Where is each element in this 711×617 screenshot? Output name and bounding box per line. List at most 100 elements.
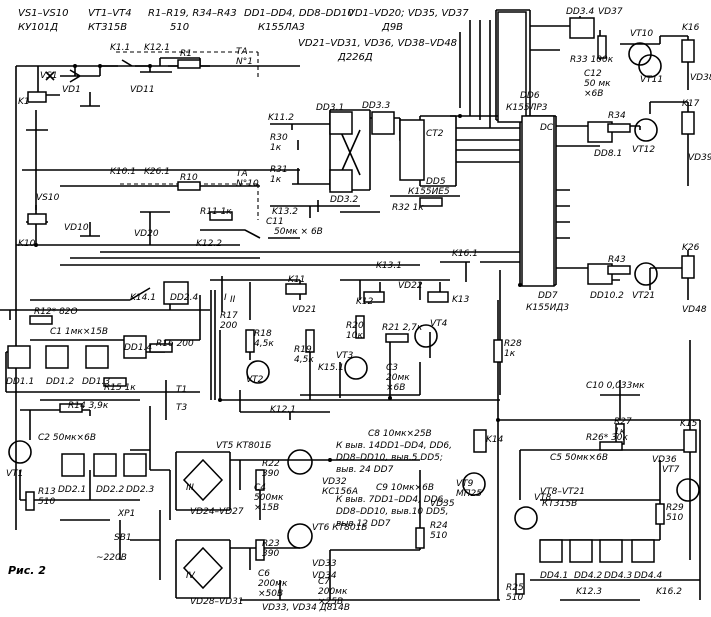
- label-n4: К выв. 7DD1–DD4, DD6,: [336, 495, 446, 505]
- label-vt78t: КТ315В: [542, 499, 577, 509]
- resistor-r20: [355, 315, 365, 339]
- label-vd38: VD38: [690, 73, 711, 83]
- label-c9: C9 10мк×6В: [376, 483, 434, 493]
- gate-dd32: [329, 169, 353, 193]
- label-vd3334: VD33, VD34 Д814В: [262, 603, 350, 613]
- label-vt5: VT5 КТ801Б: [216, 441, 271, 451]
- label-v220: ~220В: [96, 553, 127, 563]
- label-dd34: DD3.4: [566, 7, 594, 17]
- label-dd14: DD1.4: [124, 343, 152, 353]
- relay-k26: [681, 255, 695, 279]
- label-vs1: VS1: [40, 71, 58, 81]
- relay-k13: [427, 291, 449, 303]
- resistor-r32: [419, 197, 443, 207]
- label-k112: K11.2: [268, 113, 294, 123]
- label-vt10: VT10: [630, 29, 653, 39]
- label-k16: K16: [682, 23, 700, 33]
- label-k122: K12.2: [196, 239, 222, 249]
- gate-dd34: [569, 17, 595, 39]
- resistor-r22: [255, 469, 265, 491]
- label-vt21: VT21: [632, 291, 655, 301]
- chip-dd7: [521, 115, 555, 287]
- chip-dd5: [399, 119, 425, 181]
- label-r10: R10: [180, 173, 198, 183]
- relay-k14: [473, 429, 487, 453]
- vt-range: VT1–VT4: [88, 8, 132, 19]
- label-k15: K15: [680, 419, 698, 429]
- resistor-r13: [25, 491, 35, 511]
- label-vt7: VT7: [662, 465, 680, 475]
- label-vd1: VD1: [62, 85, 81, 95]
- resistor-r21: [385, 333, 409, 343]
- label-dd5t: К155ИЕ5: [408, 187, 450, 197]
- label-r32: R32 1к: [392, 203, 424, 213]
- resistor-r25: [515, 573, 525, 595]
- label-dd32: DD3.2: [330, 195, 358, 205]
- label-t1: T1: [176, 385, 187, 395]
- label-vd20: VD20: [134, 229, 159, 239]
- label-k14: K14: [486, 435, 504, 445]
- vd-type-1: Д9В: [381, 22, 403, 33]
- label-vt78: VT8–VT21: [540, 487, 585, 497]
- label-vd21: VD21: [292, 305, 317, 315]
- label-vt3: VT3: [336, 351, 354, 361]
- label-n3: выв. 24 DD7: [336, 465, 394, 475]
- resistor-r14: [59, 403, 83, 413]
- resistor-r29: [655, 503, 665, 525]
- label-c11v: 50мк × 6В: [274, 227, 323, 237]
- label-dd41: DD4.1: [540, 571, 568, 581]
- label-dd13: DD1.3: [82, 377, 110, 387]
- label-k132: K13.2: [272, 207, 298, 217]
- gate-dd44: [631, 539, 655, 563]
- transistor-vt9: [462, 472, 486, 496]
- label-vd22: VD22: [398, 281, 423, 291]
- transistor-vt12: [634, 118, 658, 142]
- resistor-r11: [209, 211, 233, 221]
- label-dd7: DD7: [538, 291, 558, 301]
- relay-k11: [285, 283, 307, 295]
- label-dd5: DD5: [426, 177, 446, 187]
- label-n2: DD8–DD10, выв.5 DD5;: [336, 453, 443, 463]
- relay-k17: [681, 111, 695, 135]
- relay-k10: [27, 213, 47, 225]
- label-tIV: IV: [186, 571, 196, 581]
- label-dc: DC: [540, 123, 554, 133]
- label-dd24: DD2.4: [170, 293, 198, 303]
- label-ct2: CT2: [426, 129, 444, 139]
- label-k17: K17: [682, 99, 700, 109]
- gate-dd13: [85, 345, 109, 369]
- label-k161: K16.1: [452, 249, 478, 259]
- gate-dd43: [599, 539, 623, 563]
- transistor-vt3: [344, 356, 368, 380]
- dd-range: DD1–DD4, DD8–DD10: [244, 8, 354, 19]
- transistor-vt21: [634, 262, 658, 286]
- label-dd6: DD6: [520, 91, 540, 101]
- label-vd10: VD10: [64, 223, 89, 233]
- label-r34: R34: [608, 111, 626, 121]
- header-block: VS1–VS10 КУ101Д VT1–VT4 КТ315В R1–R19, R…: [18, 8, 469, 63]
- vt-type: КТ315В: [88, 22, 127, 33]
- gate-dd14: [123, 335, 147, 359]
- label-k123: K12.3: [576, 587, 602, 597]
- label-vd34: VD34: [312, 571, 337, 581]
- label-k141: K14.1: [130, 293, 156, 303]
- label-vd33: VD33: [312, 559, 337, 569]
- label-k11: K1.1: [110, 43, 130, 53]
- resistor-r15: [103, 377, 127, 387]
- label-k11r: K11: [288, 275, 305, 285]
- resistor-r19: [305, 329, 315, 353]
